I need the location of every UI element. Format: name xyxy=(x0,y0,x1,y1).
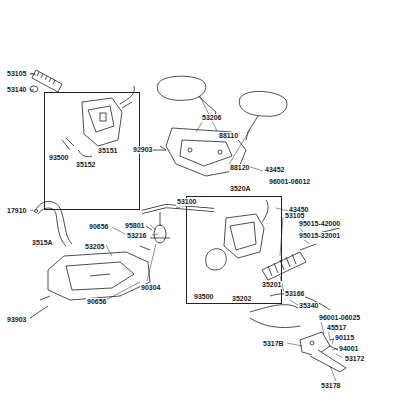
callout-number: 35201 xyxy=(261,281,282,289)
callout-number: 35152 xyxy=(75,161,96,169)
callout-number: 53105 xyxy=(284,212,305,220)
callout-number: 90656 xyxy=(88,223,109,231)
callout-number: 45517 xyxy=(326,324,347,332)
callout-number: 53178 xyxy=(320,382,341,390)
callout-number: 17910 xyxy=(6,207,27,215)
left-grip xyxy=(30,70,62,92)
right-switch-housing xyxy=(206,200,268,270)
callout-number: 35151 xyxy=(97,147,118,155)
callout-number: 53140 xyxy=(6,86,27,94)
leader-lines xyxy=(30,73,343,381)
callout-number: 95015-32001 xyxy=(298,232,341,240)
callout-number: 88120 xyxy=(229,164,250,172)
callout-number: 92903 xyxy=(132,146,153,154)
group-number: 3515A xyxy=(31,239,54,247)
callout-number: 35202 xyxy=(231,295,252,303)
left-switch-housing xyxy=(62,86,134,157)
callout-number: 5317B xyxy=(262,340,285,348)
throttle-cables xyxy=(250,294,330,328)
callout-number: 90304 xyxy=(140,284,161,292)
handlebar xyxy=(140,206,214,250)
callout-number: 90115 xyxy=(334,334,355,342)
callout-number: 95015-42000 xyxy=(298,220,341,228)
left-switch-group: 3515A935003515235151 xyxy=(44,92,140,210)
callout-number: 53205 xyxy=(84,243,105,251)
callout-number: 43452 xyxy=(264,166,285,174)
callout-number: 96001-06025 xyxy=(318,314,361,322)
callout-number: 53166 xyxy=(284,290,305,298)
callout-number: 93500 xyxy=(193,293,214,301)
callout-number: 90656 xyxy=(86,298,107,306)
left-cover xyxy=(30,252,150,318)
callout-number: 53172 xyxy=(344,355,365,363)
right-switch-group: 3520A935003520235201 xyxy=(186,196,282,304)
callout-number: 96001-06012 xyxy=(268,178,311,186)
callout-number: 53216 xyxy=(126,232,147,240)
callout-number: 53100 xyxy=(176,198,197,206)
callout-number: 94001 xyxy=(338,345,359,353)
group-number: 3520A xyxy=(229,185,252,193)
callout-number: 95801 xyxy=(124,222,145,230)
callout-number: 53206 xyxy=(201,114,222,122)
callout-number: 35340 xyxy=(298,302,319,310)
callout-number: 53105 xyxy=(6,70,27,78)
callout-number: 93903 xyxy=(6,316,27,324)
callout-number: 88110 xyxy=(218,132,239,140)
callout-number: 93500 xyxy=(48,154,69,162)
